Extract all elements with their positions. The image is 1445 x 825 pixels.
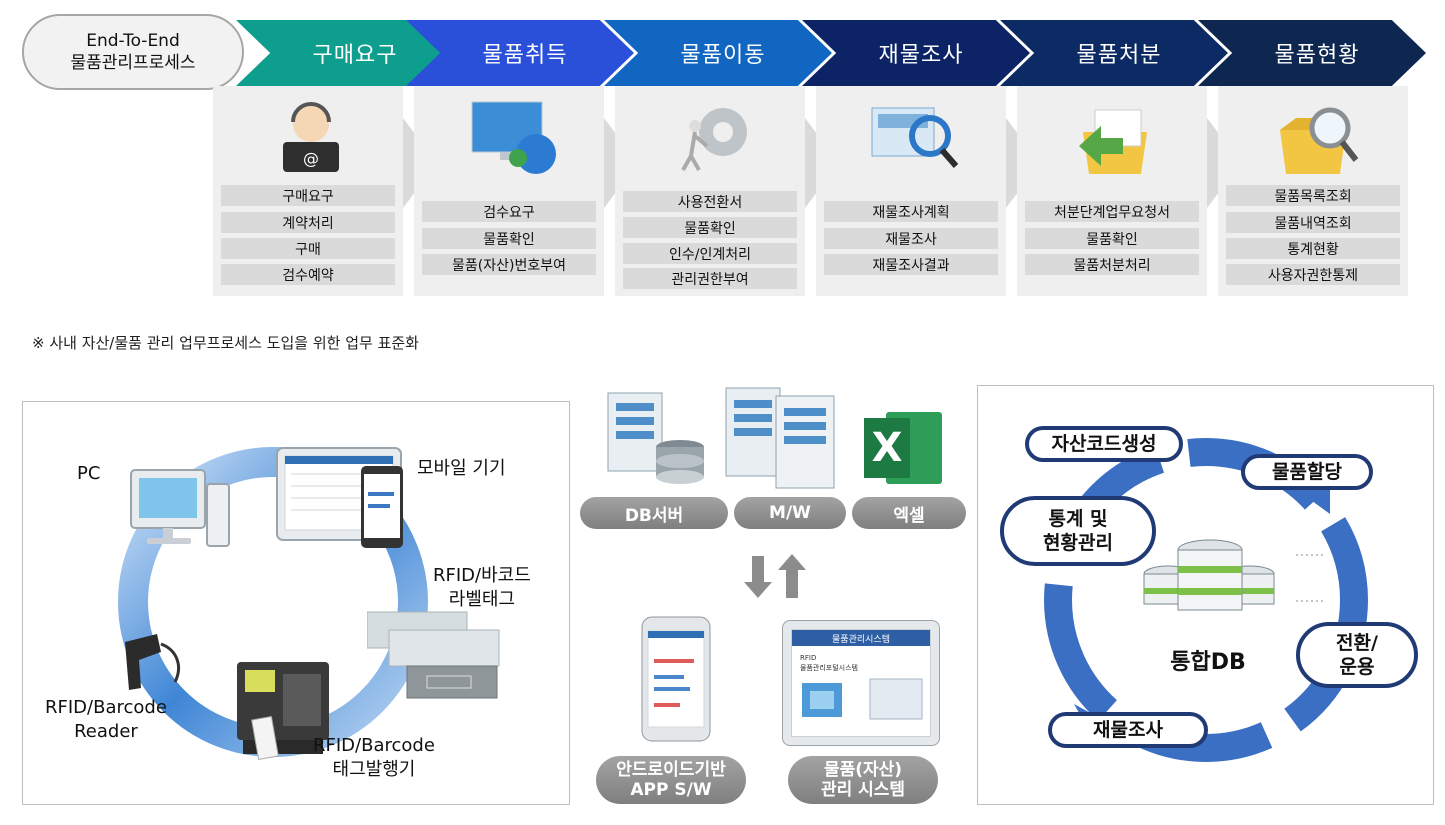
- reader-label-line1: RFID/Barcode: [45, 697, 167, 718]
- allocation-pill: 물품할당: [1241, 454, 1373, 490]
- mobile-label: 모바일 기기: [417, 458, 506, 479]
- stage-task-item: 사용전환서: [623, 191, 797, 212]
- tag-printer-icon: [237, 662, 329, 761]
- stage-task-item: 물품(자산)번호부여: [422, 254, 596, 275]
- desktop-pc-icon: [130, 469, 230, 547]
- stage-task-item: 검수요구: [422, 201, 596, 222]
- stats-line1: 통계 및: [1048, 508, 1108, 530]
- stage-task-item: 물품확인: [623, 217, 797, 238]
- magnifier-screen-icon: [864, 96, 964, 176]
- stats-pill: 통계 및 현황관리: [1000, 496, 1156, 566]
- excel-label: 엑셀: [852, 497, 966, 529]
- gear-person-icon: [663, 96, 763, 176]
- rfid-tag-label: RFID/바코드 라벨태그: [433, 564, 531, 612]
- integrated-db-icon: [1143, 539, 1275, 611]
- printer-label-line2: 태그발행기: [332, 759, 416, 780]
- rfid-tag-label-line2: 라벨태그: [448, 589, 516, 610]
- mw-label: M/W: [734, 497, 846, 529]
- stage-title: 재물조사: [878, 43, 964, 68]
- stage-title: 물품현황: [1274, 43, 1360, 68]
- stats-line2: 현황관리: [1043, 532, 1113, 554]
- stage-chevron-6: 물품현황: [1198, 20, 1426, 86]
- excel-icon: X: [864, 412, 944, 484]
- android-phone-icon: [641, 616, 711, 742]
- convert-line2: 운용: [1339, 656, 1375, 678]
- convert-pill: 전환/ 운용: [1296, 622, 1418, 688]
- folder-arrow-icon: [1065, 96, 1165, 176]
- tablet-title: 물품관리시스템: [792, 630, 930, 646]
- stage-task-item: 관리권한부여: [623, 268, 797, 289]
- devices-panel: PC 모바일 기기 RFID/바코드 라벨태그 RFID/Ba: [22, 401, 570, 805]
- asset-code-pill: 자산코드생성: [1025, 426, 1183, 462]
- standardization-note: ※ 사내 자산/물품 관리 업무프로세스 도입을 위한 업무 표준화: [32, 334, 419, 352]
- stage-task-item: 재물조사결과: [824, 254, 998, 275]
- db-server-icon: [607, 392, 704, 484]
- stage-chevron-3: 물품이동: [604, 20, 832, 86]
- stage-task-item: 검수예약: [221, 264, 395, 285]
- stage-title: 물품이동: [680, 43, 766, 68]
- stage-task-item: 처분단계업무요청서: [1025, 201, 1199, 222]
- mw-servers-icon: [725, 387, 835, 489]
- stage-task-item: 구매: [221, 238, 395, 259]
- sync-arrows-icon: [744, 554, 806, 598]
- stage-task-item: 재물조사계획: [824, 201, 998, 222]
- barcode-scanner-icon: [125, 634, 180, 690]
- svg-text:@: @: [303, 149, 319, 168]
- tablet-phone-icon: [276, 447, 403, 548]
- integrated-db-label: 통합DB: [1170, 650, 1246, 675]
- android-app-label: 안드로이드기반 APP S/W: [596, 756, 746, 804]
- process-title-line1: End-To-End: [86, 31, 180, 51]
- tablet-illustration-icon: [802, 678, 923, 720]
- folder-search-icon: [1266, 96, 1366, 176]
- inventory-pill: 재물조사: [1048, 712, 1208, 748]
- support-agent-icon: @: [261, 96, 361, 176]
- stage-title: 구매요구: [312, 43, 398, 68]
- stage-chevron-5: 물품처분: [1000, 20, 1228, 86]
- process-title-pill: End-To-End 물품관리프로세스: [22, 14, 244, 90]
- stage-task-item: 재물조사: [824, 228, 998, 249]
- printer-label-line1: RFID/Barcode: [313, 735, 435, 756]
- convert-line1: 전환/: [1336, 632, 1378, 654]
- android-app-line1: 안드로이드기반: [616, 760, 726, 780]
- rfid-tag-label-line1: RFID/바코드: [433, 565, 531, 586]
- management-system-label: 물품(자산) 관리 시스템: [788, 756, 938, 804]
- stage-task-item: 물품처분처리: [1025, 254, 1199, 275]
- management-system-line2: 관리 시스템: [820, 780, 906, 800]
- reader-label-line2: Reader: [74, 721, 138, 742]
- stage-task-item: 계약처리: [221, 212, 395, 233]
- stage-title: 물품취득: [482, 43, 568, 68]
- stage-task-item: 인수/인계처리: [623, 243, 797, 264]
- reader-label: RFID/Barcode Reader: [45, 696, 167, 744]
- stage-chevron-2: 물품취득: [406, 20, 634, 86]
- monitor-globe-icon: [462, 96, 562, 176]
- stage-task-item: 구매요구: [221, 185, 395, 206]
- stage-task-item: 통계현황: [1226, 238, 1400, 259]
- process-title-line2: 물품관리프로세스: [70, 53, 196, 73]
- android-app-line2: APP S/W: [630, 780, 712, 800]
- tablet-sub2: 물품관리포털시스템: [800, 664, 858, 672]
- stage-chevron-4: 재물조사: [802, 20, 1030, 86]
- stage-task-item: 사용자권한통제: [1226, 264, 1400, 285]
- stage-task-item: 물품확인: [1025, 228, 1199, 249]
- stage-title: 물품처분: [1076, 43, 1162, 68]
- tablet-sub1: RFID: [800, 654, 817, 662]
- db-server-label: DB서버: [580, 497, 728, 529]
- stage-task-item: 물품확인: [422, 228, 596, 249]
- stage-task-item: 물품목록조회: [1226, 185, 1400, 206]
- management-tablet: 물품관리시스템 RFID 물품관리포털시스템: [782, 620, 940, 746]
- stage-task-item: 물품내역조회: [1226, 212, 1400, 233]
- label-tag-icon: [367, 611, 500, 699]
- pc-label: PC: [77, 463, 101, 484]
- integration-cycle-panel: 통합DB 자산코드생성 물품할당 통계 및 현황관리 전환/ 운용 재물조사: [977, 385, 1434, 805]
- management-system-line1: 물품(자산): [823, 760, 903, 780]
- excel-letter: X: [864, 418, 910, 478]
- printer-label: RFID/Barcode 태그발행기: [313, 734, 435, 782]
